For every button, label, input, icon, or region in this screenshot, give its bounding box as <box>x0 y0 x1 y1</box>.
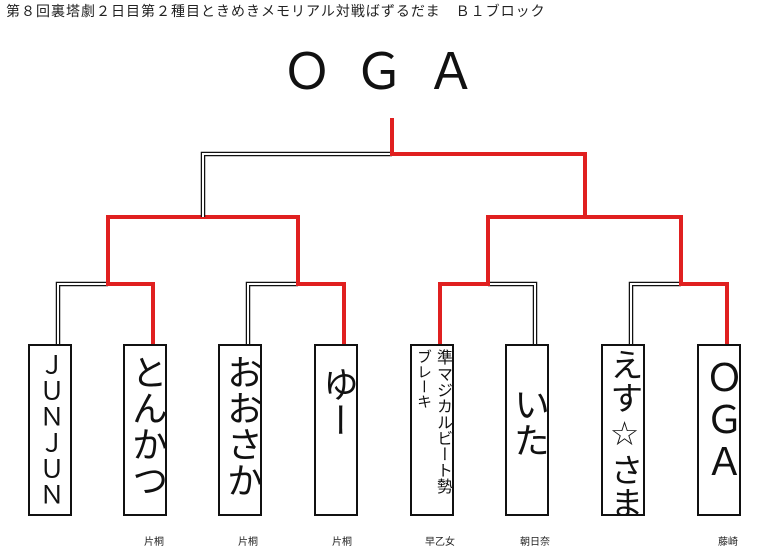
player-name-5-line1b: マジカルビート勢 <box>434 366 453 494</box>
bracket-line-win-10 <box>201 215 300 286</box>
group-label-5: 早乙女 <box>425 537 455 548</box>
player-box-1: ＪＵＮＪＵＮ <box>28 344 72 516</box>
bracket-line-win-11 <box>486 215 587 286</box>
bracket-line-6 <box>488 281 538 344</box>
player-name-4: ゆー <box>317 366 358 438</box>
player-box-3: おおさか <box>218 344 262 516</box>
player-name-5-line2: ブレーキ <box>415 349 433 409</box>
page-title: 第８回裏塔劇２日目第２種目ときめきメモリアル対戦ばずるだま Ｂ１ブロック <box>6 4 546 20</box>
bracket-line-inner-1 <box>57 283 108 344</box>
bracket-line-win-2 <box>106 282 155 346</box>
bracket-line-7 <box>628 281 681 344</box>
player-box-2: とんかつ <box>123 344 167 516</box>
champion-name: ＯＧＡ <box>282 43 498 101</box>
player-name-7: えす☆さま <box>605 348 644 516</box>
player-name-3: おおさか <box>221 354 262 498</box>
bracket-line-win-5 <box>438 282 490 346</box>
bracket-line-13 <box>200 151 392 217</box>
player-name-5-line1: 準 <box>434 349 453 365</box>
bracket-line-1 <box>55 281 108 344</box>
group-label-2: 片桐 <box>144 537 164 548</box>
group-label-3: 片桐 <box>238 537 258 548</box>
bracket-line-inner-7 <box>630 283 681 344</box>
bracket-line-inner-13 <box>202 153 392 217</box>
group-label-4: 片桐 <box>332 537 352 548</box>
bracket-line-win-4 <box>296 282 346 346</box>
player-box-5: 準 ブレーキ マジカルビート勢 <box>410 344 454 516</box>
player-box-6: いた <box>505 344 549 516</box>
player-name-8: ＯＧＡ <box>699 358 741 484</box>
player-box-7: えす☆さま <box>601 344 645 516</box>
player-name-1: ＪＵＮＪＵＮ <box>36 352 65 508</box>
player-box-4: ゆー <box>314 344 358 516</box>
bracket-line-win-12 <box>583 215 683 286</box>
bracket-line-win-14 <box>390 152 587 219</box>
player-name-2: とんかつ <box>126 354 167 498</box>
player-box-8: ＯＧＡ <box>697 344 741 516</box>
player-name-6: いた <box>508 386 549 458</box>
bracket-line-win-8 <box>679 282 729 346</box>
group-label-6: 朝日奈 <box>520 537 550 548</box>
bracket-line-inner-6 <box>488 283 536 344</box>
bracket-line-win-9 <box>106 215 205 286</box>
bracket-line-3 <box>245 281 298 344</box>
bracket-line-inner-3 <box>247 283 298 344</box>
group-label-8: 藤崎 <box>718 537 738 548</box>
